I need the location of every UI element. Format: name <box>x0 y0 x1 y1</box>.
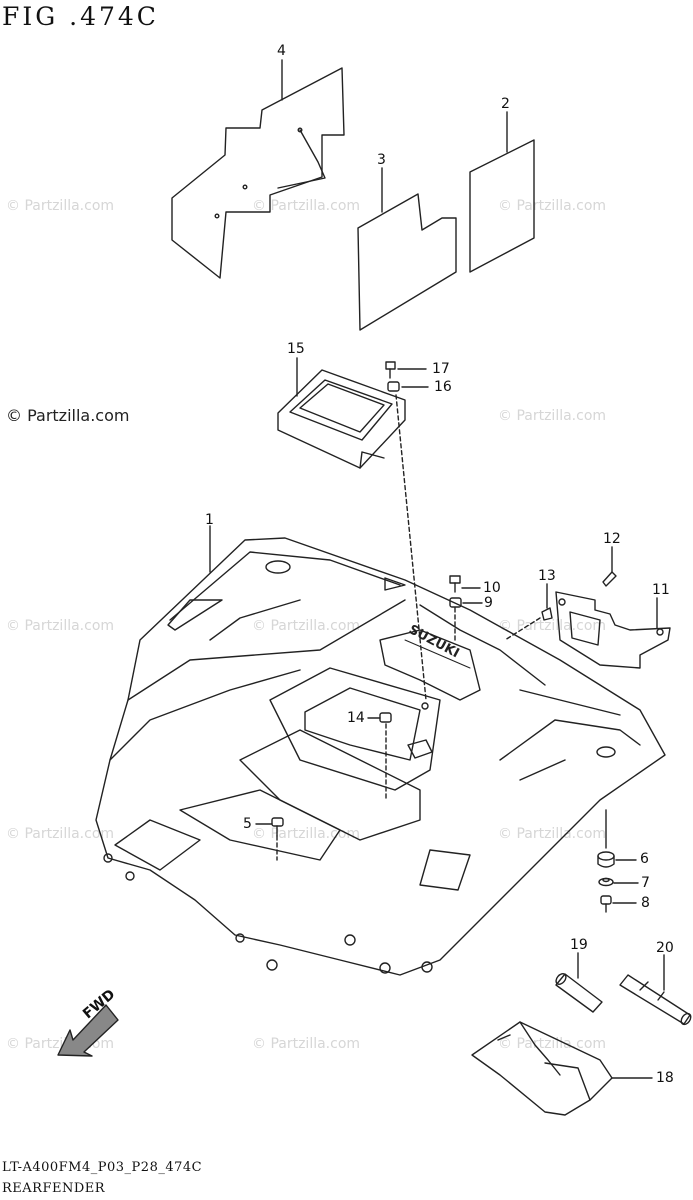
callout-2: 2 <box>501 96 510 112</box>
watermark: © Partzilla.com <box>252 618 361 634</box>
rear-fender-part-1 <box>95 537 666 976</box>
callout-16: 16 <box>434 379 452 395</box>
copyright-notice: © Partzilla.com <box>6 406 130 425</box>
watermark: © Partzilla.com <box>6 826 115 842</box>
callout-5: 5 <box>243 816 252 832</box>
callout-18: 18 <box>656 1070 674 1086</box>
callout-6: 6 <box>640 851 649 867</box>
forward-arrow-icon <box>57 1004 119 1057</box>
screw-part-12 <box>602 571 617 587</box>
tube-part-19 <box>555 973 603 1013</box>
watermark: © Partzilla.com <box>498 618 607 634</box>
callout-12: 12 <box>603 531 621 547</box>
callout-19: 19 <box>570 937 588 953</box>
callout-10: 10 <box>483 580 501 596</box>
decal-part-4 <box>171 67 345 279</box>
watermark: © Partzilla.com <box>6 198 115 214</box>
watermark: © Partzilla.com <box>6 618 115 634</box>
clip-part-13 <box>541 607 553 621</box>
nut-part-16 <box>387 381 400 392</box>
callout-14: 14 <box>347 710 365 726</box>
callout-3: 3 <box>377 152 386 168</box>
storage-box-part-15 <box>277 369 406 469</box>
watermark: © Partzilla.com <box>498 408 607 424</box>
callout-11: 11 <box>652 582 670 598</box>
callout-1: 1 <box>205 512 214 528</box>
bolt-part-8 <box>600 895 612 913</box>
callout-4: 4 <box>277 43 286 59</box>
callout-13: 13 <box>538 568 556 584</box>
watermark: © Partzilla.com <box>498 826 607 842</box>
grommet-part-14 <box>379 712 392 723</box>
decal-part-2 <box>469 139 535 273</box>
tool-bag-part-18 <box>471 1021 613 1116</box>
callout-9: 9 <box>484 595 493 611</box>
cushion-part-6 <box>597 851 615 868</box>
callout-17: 17 <box>432 361 450 377</box>
callout-8: 8 <box>641 895 650 911</box>
screw-part-10 <box>449 575 461 593</box>
tool-part-20 <box>619 974 692 1026</box>
screw-part-17 <box>385 361 396 379</box>
washer-part-9 <box>449 597 462 608</box>
watermark: © Partzilla.com <box>498 1036 607 1052</box>
figure-code: LT-A400FM4_P03_P28_474C <box>2 1160 203 1175</box>
callout-15: 15 <box>287 341 305 357</box>
figure-title: FIG .474C <box>2 2 159 31</box>
figure-name: REARFENDER <box>2 1181 106 1196</box>
assembly-line <box>395 394 427 701</box>
washer-part-7 <box>598 877 614 887</box>
watermark: © Partzilla.com <box>252 826 361 842</box>
assembly-line <box>504 617 541 641</box>
decal-part-3 <box>357 193 457 331</box>
callout-20: 20 <box>656 940 674 956</box>
watermark: © Partzilla.com <box>252 198 361 214</box>
bolt-part-5 <box>271 817 284 837</box>
callout-7: 7 <box>641 875 650 891</box>
watermark: © Partzilla.com <box>252 1036 361 1052</box>
fender-emblem: SUZUKI <box>406 622 461 661</box>
bracket-part-11 <box>555 591 671 669</box>
watermark: © Partzilla.com <box>498 198 607 214</box>
